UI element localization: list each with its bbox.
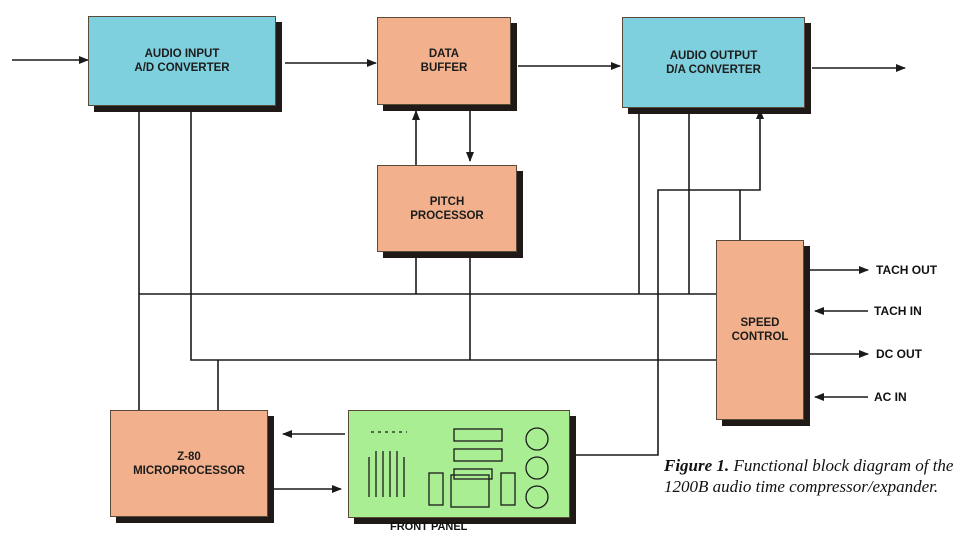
fader-lines-icon xyxy=(368,451,405,497)
button-left xyxy=(428,472,444,506)
audio-output-label-1: AUDIO OUTPUT xyxy=(669,49,758,62)
speed-control-label-2: CONTROL xyxy=(731,331,789,343)
data-buffer-label-2: BUFFER xyxy=(420,62,468,74)
audio-output-label-2: D/A CONVERTER xyxy=(666,63,761,76)
microprocessor-label-2: MICROPROCESSOR xyxy=(133,464,245,477)
pitch-processor-label-1: PITCH xyxy=(429,195,465,208)
bus-lower xyxy=(190,108,716,361)
speed-control-block: SPEED CONTROL xyxy=(716,240,804,420)
pitch-processor-label-2: PROCESSOR xyxy=(410,209,484,222)
figure-caption-text: Functional block diagram of the 1200B au… xyxy=(664,456,954,496)
dc-out-label: DC OUT xyxy=(876,347,922,361)
display-window-1 xyxy=(453,428,503,442)
wire-panel-to-bus xyxy=(576,189,740,456)
knob-2 xyxy=(525,456,549,480)
knob-3 xyxy=(525,485,549,509)
front-panel-label: FRONT PANEL xyxy=(390,521,468,533)
data-buffer-label-1: DATA xyxy=(428,48,460,60)
button-right xyxy=(500,472,516,506)
knob-1 xyxy=(525,427,549,451)
speed-control-label-1: SPEED xyxy=(740,317,780,329)
figure-caption: Figure 1. Functional block diagram of th… xyxy=(664,455,954,497)
pitch-processor-block: PITCH PROCESSOR xyxy=(377,165,517,252)
microprocessor-block: Z-80 MICROPROCESSOR xyxy=(110,410,268,517)
front-panel-block xyxy=(348,410,570,518)
button-center xyxy=(450,474,490,508)
tach-in-label: TACH IN xyxy=(874,304,922,318)
microprocessor-label-1: Z-80 xyxy=(177,450,201,463)
tach-out-label: TACH OUT xyxy=(876,263,938,277)
figure-caption-lead: Figure 1. xyxy=(664,456,730,475)
ac-in-label: AC IN xyxy=(874,390,907,404)
display-window-3 xyxy=(453,468,493,480)
audio-output-block: AUDIO OUTPUT D/A CONVERTER xyxy=(622,17,805,108)
wire-speed-to-dac xyxy=(739,109,764,240)
front-panel-controls xyxy=(368,427,549,509)
display-window-2 xyxy=(453,448,503,462)
audio-input-label-2: A/D CONVERTER xyxy=(134,62,230,74)
audio-input-label-1: AUDIO INPUT xyxy=(144,48,220,60)
audio-input-block: AUDIO INPUT A/D CONVERTER xyxy=(88,16,276,106)
data-buffer-block: DATA BUFFER xyxy=(377,17,511,105)
